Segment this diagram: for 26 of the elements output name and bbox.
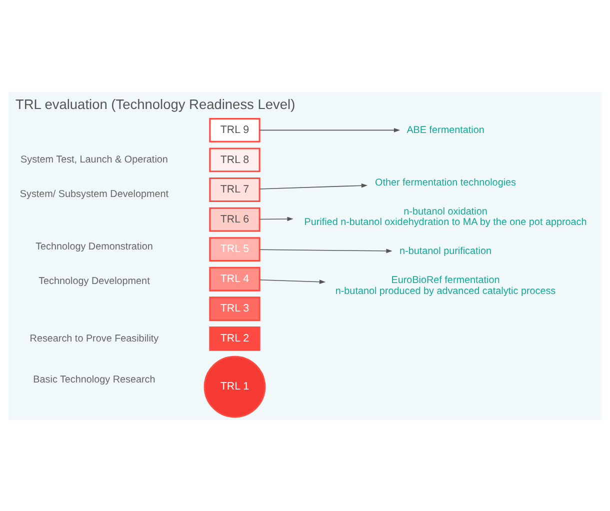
arrow (259, 128, 400, 132)
node-text: ABE fermentation (406, 124, 484, 136)
label: System Test, Launch & Operation (20, 154, 168, 166)
arrow (259, 279, 326, 284)
node-text: n-butanol oxidation Purified n-butanol oxidehydration to MA by the one pot approach (304, 206, 587, 228)
label: Basic Technology Research (33, 374, 156, 386)
label: System/ Subsystem Development (20, 188, 169, 200)
node-box: TRL 9 (209, 117, 260, 142)
node-text: n-butanol purification (400, 246, 492, 257)
node-text: Other fermentation technologies (375, 176, 516, 188)
label: Research to Prove Feasibility (30, 332, 159, 344)
node-box: TRL 5 (209, 236, 260, 262)
diagram-title: TRL evaluation (Technology Readiness Level) (15, 96, 296, 112)
node-circle: TRL 1 (204, 355, 266, 418)
node-text: EuroBioRef fermentation n-butanol produced by advanced catalytic process (335, 274, 556, 296)
arrow (259, 216, 294, 221)
node-box: TRL 7 (209, 177, 260, 202)
node-box: TRL 8 (209, 147, 260, 172)
label: Technology Development (38, 275, 150, 286)
node-box: TRL 2 (209, 326, 260, 350)
arrow (259, 182, 368, 189)
node-box: TRL 4 (209, 266, 260, 291)
arrow (259, 248, 392, 253)
label: Technology Demonstration (36, 241, 153, 252)
node-box: TRL 3 (209, 296, 260, 321)
node-box: TRL 6 (209, 206, 260, 232)
